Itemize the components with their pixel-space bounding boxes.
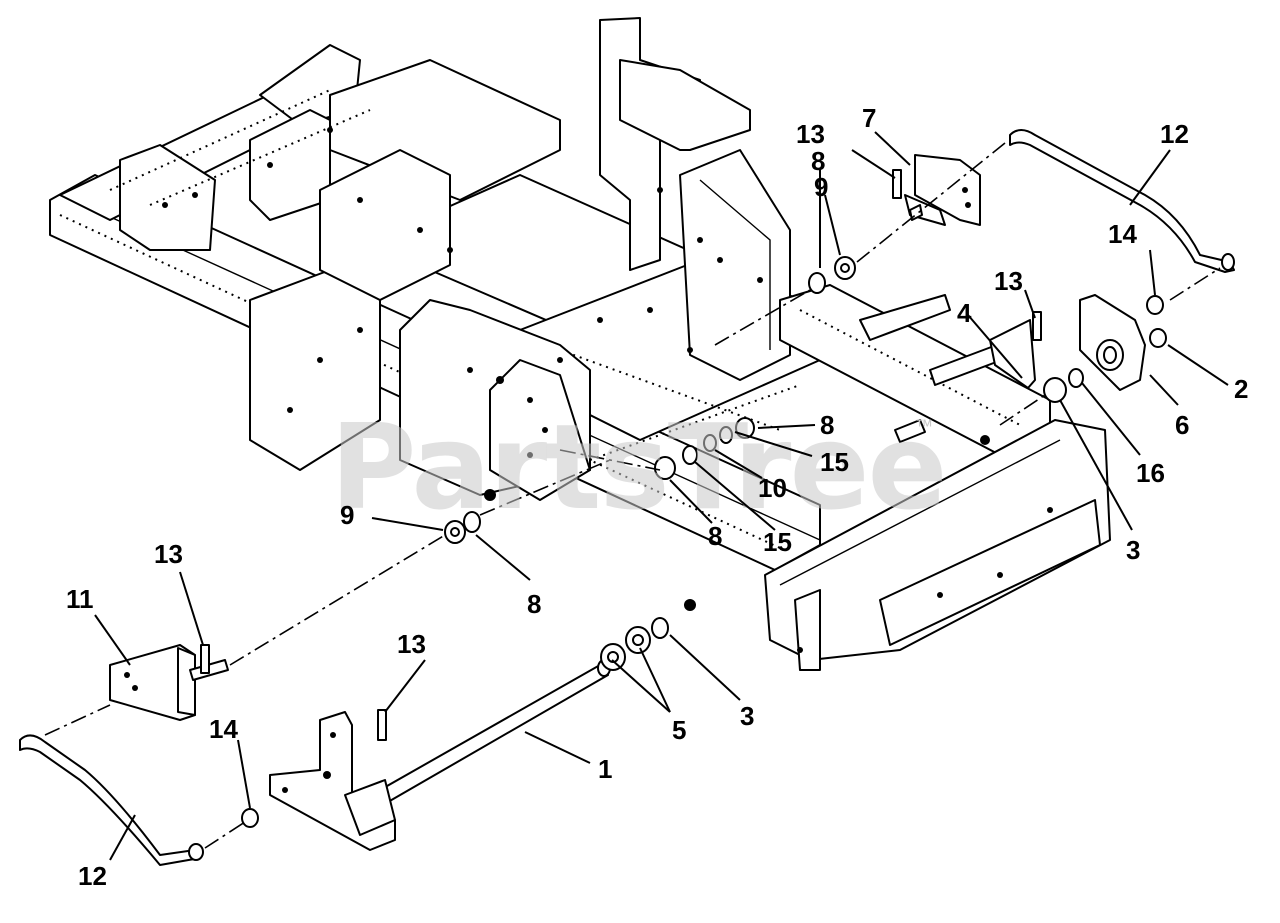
frame-assembly	[49, 17, 1111, 671]
callout-12-upper: 12	[1160, 119, 1189, 149]
callout-13-upper: 13	[796, 119, 825, 149]
part-4-tube	[989, 319, 1036, 389]
assembly-center-lines	[44, 142, 1221, 849]
part-6-plate	[1079, 294, 1146, 391]
callout-12-lower: 12	[78, 861, 107, 891]
washers-bushings	[188, 253, 1235, 861]
part-11-bracket	[109, 644, 229, 721]
callout-15-lower: 15	[763, 527, 792, 557]
part-13-pins	[200, 169, 1042, 741]
callout-labels: 1 2 3 3 4 5 6 7 8 8 8 8 9 9 10 11 12 12 …	[66, 103, 1248, 891]
callout-5: 5	[672, 715, 686, 745]
callout-11: 11	[66, 584, 94, 614]
callout-8-mid-right: 8	[820, 410, 834, 440]
callout-9-lower: 9	[340, 500, 354, 530]
callout-8-upper: 8	[811, 146, 825, 176]
callout-3-upper: 3	[1126, 535, 1140, 565]
callout-8-mid: 8	[708, 521, 722, 551]
callout-13-left: 13	[154, 539, 183, 569]
callout-3-lower: 3	[740, 701, 754, 731]
callout-2: 2	[1234, 374, 1248, 404]
callout-13-right: 13	[994, 266, 1023, 296]
callout-14-upper: 14	[1108, 219, 1137, 249]
callout-10: 10	[758, 473, 787, 503]
watermark: PartsTree ™	[330, 398, 948, 536]
callout-8-lower: 8	[527, 589, 541, 619]
watermark-text: PartsTree	[330, 398, 946, 536]
callout-4: 4	[957, 298, 972, 328]
callout-14-lower: 14	[209, 714, 238, 744]
watermark-trademark: ™	[915, 416, 933, 436]
callout-9-upper: 9	[814, 172, 828, 202]
callout-15-upper: 15	[820, 447, 849, 477]
callout-1: 1	[598, 754, 612, 784]
callout-leaders	[94, 131, 1229, 861]
part-1-pivot-shaft	[269, 659, 611, 851]
part-7-bracket	[904, 154, 981, 226]
callout-16: 16	[1136, 458, 1165, 488]
callout-13-lower: 13	[397, 629, 426, 659]
callout-7: 7	[862, 103, 876, 133]
callout-6: 6	[1175, 410, 1189, 440]
